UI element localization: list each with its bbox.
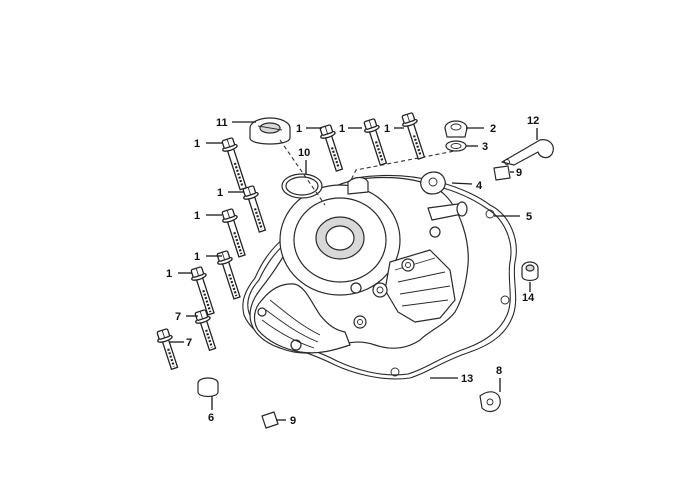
callout-1: 1 bbox=[339, 123, 345, 135]
hex-flange-bolt bbox=[194, 309, 217, 352]
callout-9: 9 bbox=[516, 167, 522, 179]
callout-7: 7 bbox=[186, 337, 192, 349]
hex-flange-bolt bbox=[319, 124, 344, 172]
hex-flange-bolt bbox=[221, 137, 248, 191]
crankcase-cover bbox=[249, 171, 469, 354]
callout-13: 13 bbox=[461, 373, 473, 385]
assembly-line-cap bbox=[279, 139, 326, 206]
cover-gasket bbox=[242, 174, 517, 380]
callout-labels: 11 1 10 1 1 1 2 3 12 9 4 5 1 1 1 1 7 7 1… bbox=[166, 115, 539, 427]
callout-6: 6 bbox=[208, 412, 214, 424]
callout-1: 1 bbox=[384, 123, 390, 135]
callout-3: 3 bbox=[482, 141, 488, 153]
callout-2: 2 bbox=[490, 123, 496, 135]
hex-flange-bolt bbox=[221, 208, 246, 258]
leader-lines bbox=[170, 121, 538, 421]
callout-1: 1 bbox=[194, 251, 200, 263]
o-ring bbox=[281, 173, 323, 199]
oil-seal bbox=[521, 261, 539, 282]
callout-1: 1 bbox=[194, 138, 200, 150]
bolt-group bbox=[156, 112, 426, 371]
callout-14: 14 bbox=[522, 292, 535, 304]
callout-8: 8 bbox=[496, 365, 502, 377]
spacer-block-lower bbox=[261, 411, 279, 429]
hex-flange-bolt bbox=[242, 185, 267, 233]
callout-9: 9 bbox=[290, 415, 296, 427]
callout-1: 1 bbox=[296, 123, 302, 135]
hex-flange-bolt bbox=[156, 328, 179, 371]
spacer-block-upper bbox=[493, 165, 511, 181]
callout-11: 11 bbox=[216, 117, 228, 129]
oil-plug bbox=[444, 120, 468, 138]
hex-flange-bolt bbox=[216, 250, 241, 300]
callout-1: 1 bbox=[194, 210, 200, 222]
hex-flange-bolt bbox=[401, 112, 426, 160]
callout-10: 10 bbox=[298, 147, 310, 159]
hose-clip bbox=[501, 139, 554, 166]
sealing-washer bbox=[445, 140, 467, 152]
hex-flange-bolt bbox=[363, 118, 388, 166]
callout-1: 1 bbox=[217, 187, 223, 199]
callout-4: 4 bbox=[476, 180, 483, 192]
hex-flange-bolt bbox=[190, 266, 215, 316]
callout-12: 12 bbox=[527, 115, 539, 127]
callout-7: 7 bbox=[175, 311, 181, 323]
dowel-pin bbox=[197, 377, 219, 398]
cable-clamp bbox=[479, 391, 501, 413]
callout-1: 1 bbox=[166, 268, 172, 280]
assembly-line-plug bbox=[349, 149, 461, 183]
callout-5: 5 bbox=[526, 211, 532, 223]
